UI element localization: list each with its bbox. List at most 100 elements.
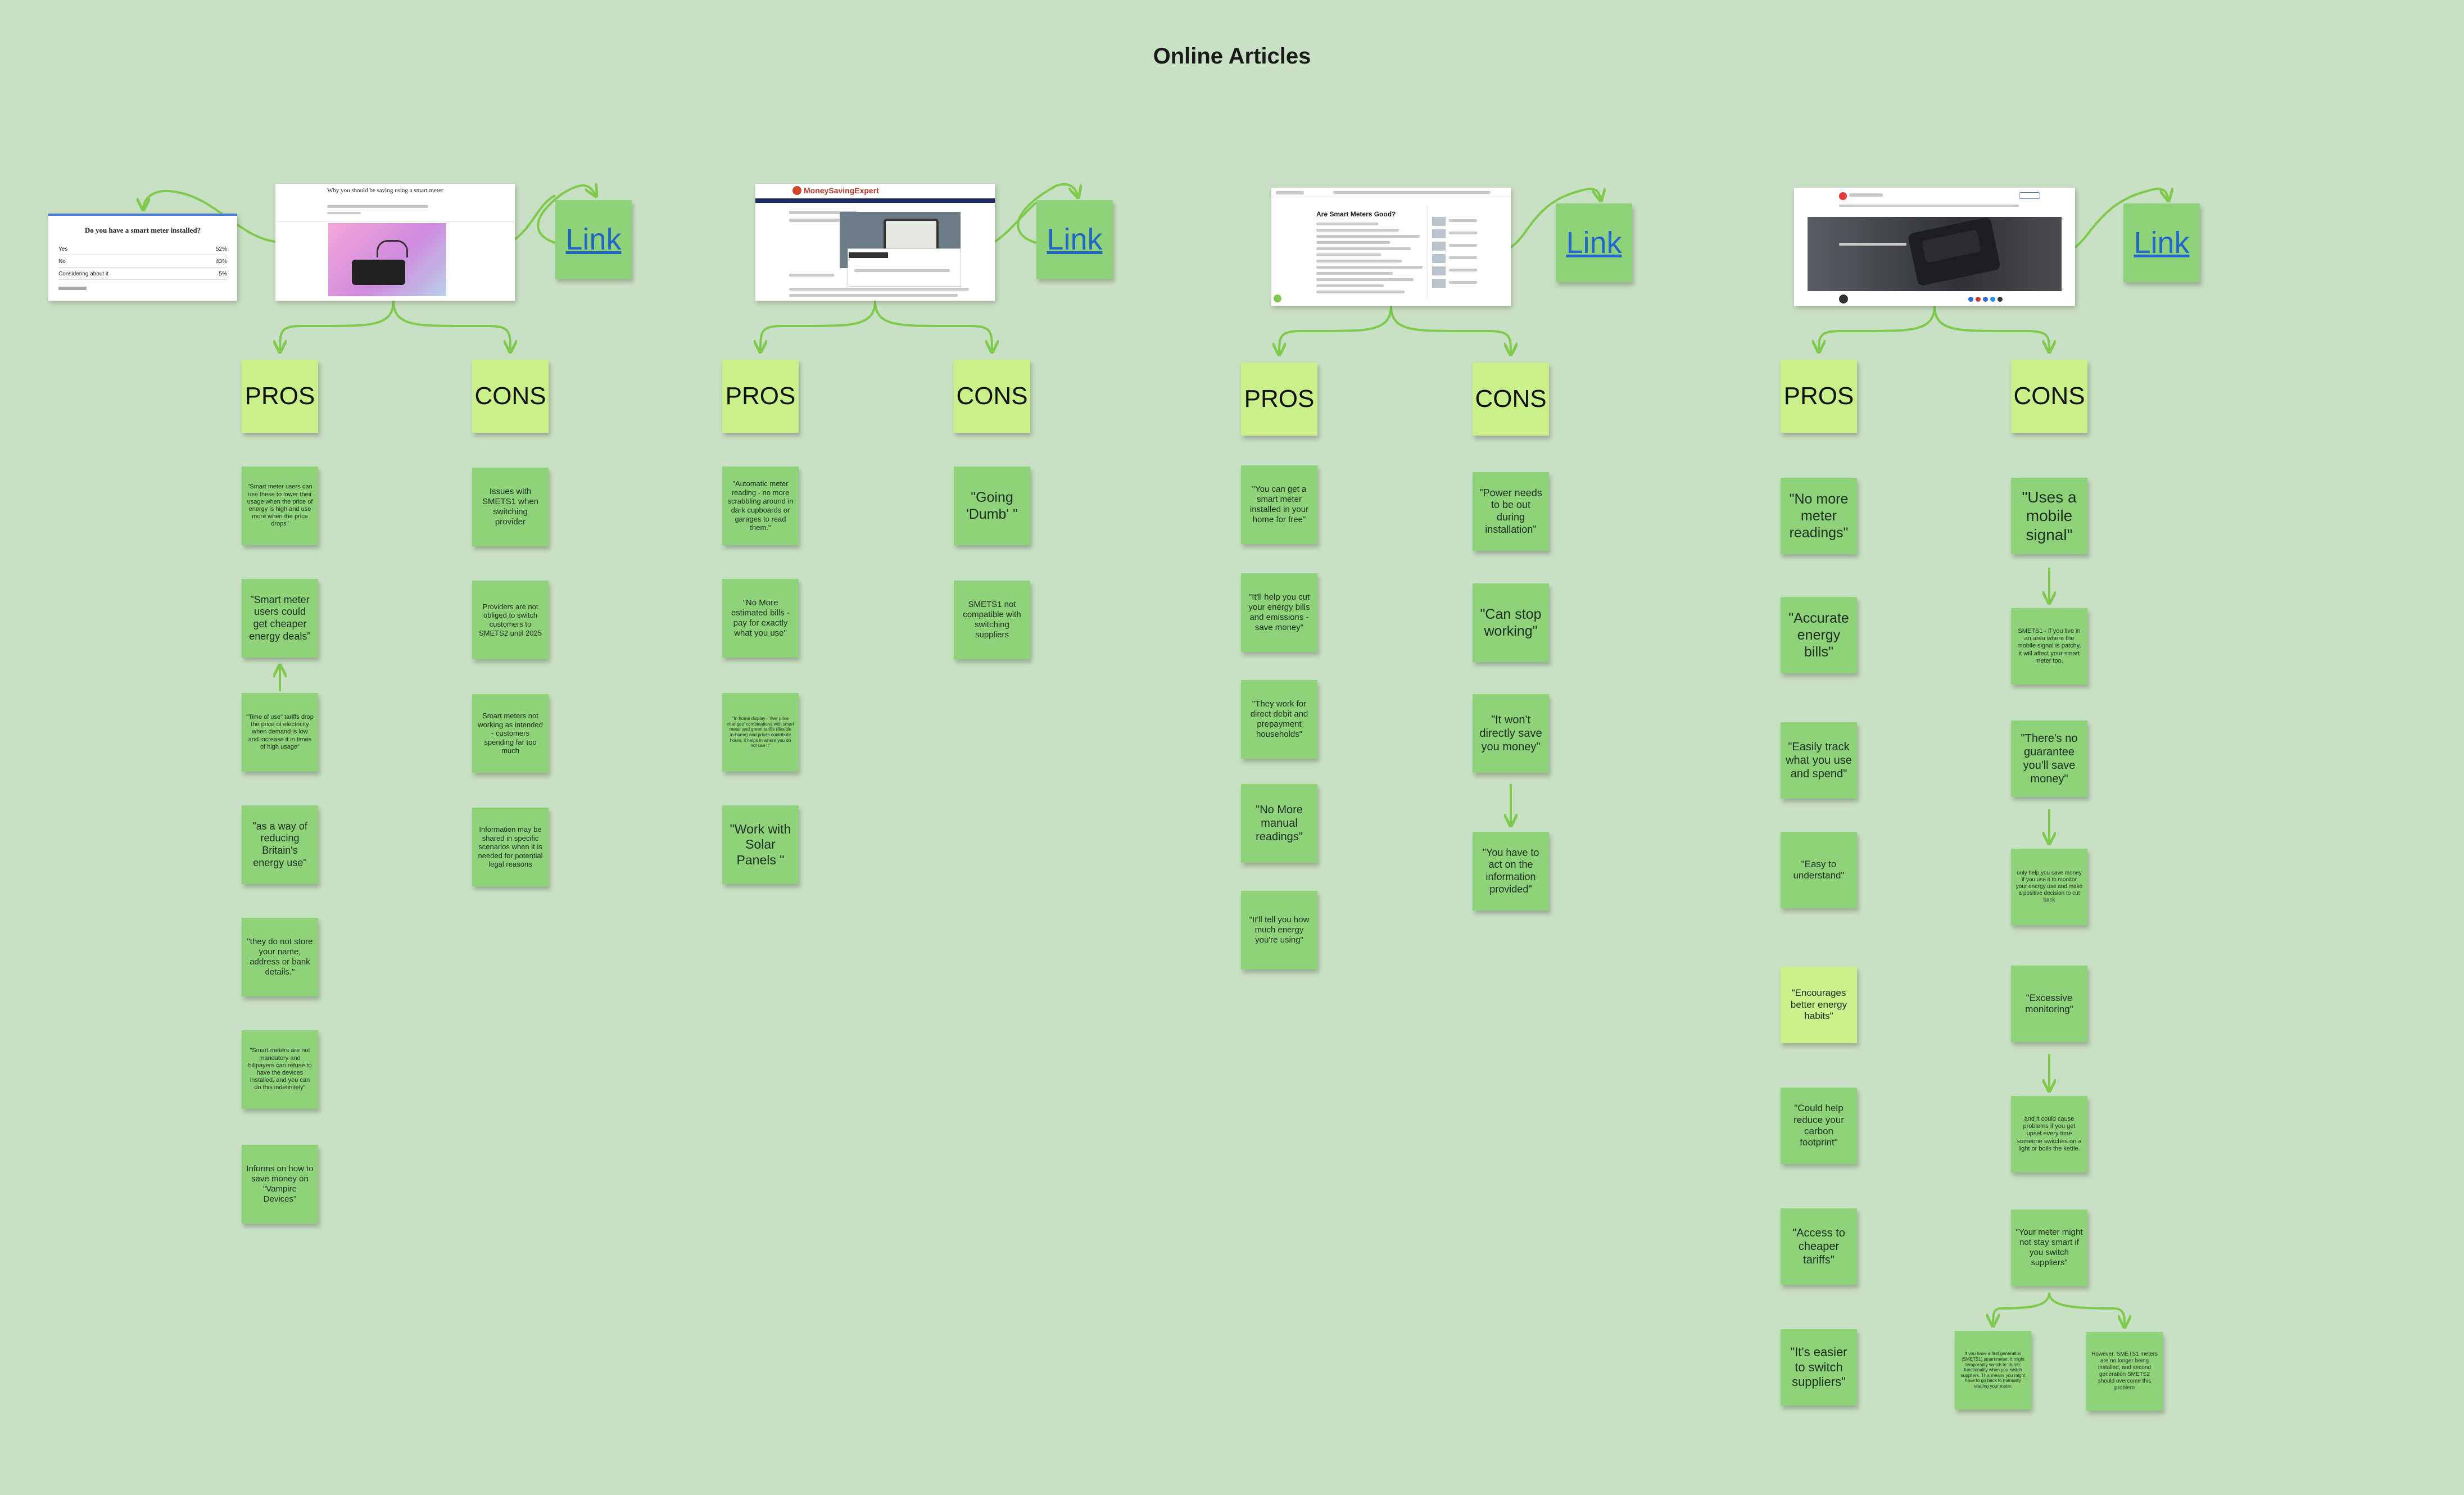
connector-arrow — [760, 300, 876, 351]
popup-label — [849, 252, 888, 258]
poll-divider — [58, 267, 227, 268]
header-button — [2019, 192, 2040, 199]
connector-arrow — [1993, 1292, 2050, 1325]
connector-arrow — [392, 300, 510, 351]
article-3-screenshot: Are Smart Meters Good? — [1271, 188, 1511, 306]
preview-detail — [1449, 281, 1477, 284]
pro-note: "It's easier to switch suppliers" — [1781, 1329, 1857, 1406]
connector-arrow — [1279, 305, 1392, 354]
article-1-screenshot: Why you should be saving using a smart m… — [275, 184, 515, 301]
pro-note: "Access to cheaper tariffs" — [1781, 1208, 1857, 1285]
preview-detail — [1839, 205, 2019, 207]
thumb — [1432, 242, 1446, 251]
preview-detail — [1316, 235, 1420, 238]
con-note: only help you save money if you use it t… — [2011, 849, 2087, 925]
pro-note: "Easy to understand" — [1781, 832, 1857, 908]
con-note: SMETS1 - if you live in an area where th… — [2011, 608, 2087, 685]
cons-header: CONS — [954, 360, 1030, 433]
con-note: "It won't directly save you money" — [1473, 694, 1549, 773]
article-4-screenshot — [1794, 188, 2075, 306]
pro-note: "Automatic meter reading - no more scrab… — [722, 466, 799, 545]
preview-detail — [1839, 243, 1906, 246]
preview-detail — [327, 205, 428, 208]
preview-detail — [789, 219, 840, 222]
connector-arrow — [994, 201, 1038, 243]
connector-arrow — [2074, 188, 2168, 248]
poll-footer — [58, 287, 87, 290]
chat-icon — [1274, 295, 1281, 302]
preview-detail — [1316, 253, 1381, 256]
poll-top-border — [48, 214, 237, 216]
site-logo — [1839, 192, 1847, 200]
article-1-heading: Why you should be saving using a smart m… — [327, 187, 443, 194]
connector-arrow — [537, 185, 596, 244]
preview-detail — [789, 288, 969, 291]
pro-note: "Easily track what you use and spend" — [1781, 722, 1857, 799]
pro-note: "Encourages better energy habits" — [1781, 967, 1857, 1043]
link-article-3[interactable]: Link — [1556, 203, 1632, 282]
preview-detail — [1449, 256, 1477, 259]
pro-note: "Time of use" tariffs drop the price of … — [242, 693, 318, 772]
con-followup-note: If you have a first generation (SMETS1) … — [1955, 1331, 2031, 1410]
thumb — [1432, 279, 1446, 288]
preview-detail — [789, 294, 958, 297]
con-note: "Going 'Dumb' " — [954, 466, 1030, 545]
con-note: Information may be shared in specific sc… — [472, 808, 549, 886]
pro-note: "No More manual readings" — [1241, 784, 1317, 863]
share-icon — [1983, 297, 1988, 302]
link-article-2[interactable]: Link — [1036, 200, 1113, 279]
preview-detail — [1316, 272, 1393, 275]
poll-option: Considering about it — [58, 271, 108, 277]
link-article-1[interactable]: Link — [555, 200, 632, 279]
board-title: Online Articles — [1153, 44, 1311, 69]
con-note: "Your meter might not stay smart if you … — [2011, 1209, 2087, 1286]
author-avatar — [1839, 295, 1848, 303]
poll-percent: 43% — [215, 259, 227, 265]
con-note: "Power needs to be out during installati… — [1473, 472, 1549, 551]
pro-note: "They work for direct debit and prepayme… — [1241, 680, 1317, 759]
thumb — [1432, 217, 1446, 226]
pro-note: "It'll help you cut your energy bills an… — [1241, 573, 1317, 652]
con-note: and it could cause problems if you get u… — [2011, 1096, 2087, 1172]
pro-note: "Smart meter users could get cheaper ene… — [242, 579, 318, 658]
share-icon — [1990, 297, 1995, 302]
con-note: "Uses a mobile signal" — [2011, 478, 2087, 554]
connector-arrow — [280, 300, 395, 351]
pro-note: "No more meter readings" — [1781, 478, 1857, 554]
preview-detail — [1316, 260, 1402, 262]
poll-option: No — [58, 259, 66, 265]
pro-note: Informs on how to save money on "Vampire… — [242, 1145, 318, 1224]
pro-note: "Smart meters are not mandatory and bill… — [242, 1030, 318, 1109]
preview-detail — [1316, 247, 1411, 250]
cons-header: CONS — [472, 360, 549, 433]
preview-detail — [789, 274, 834, 277]
connector-arrow — [1390, 305, 1511, 354]
pros-header: PROS — [1241, 363, 1317, 436]
connector-arrow — [1017, 183, 1078, 244]
pros-header: PROS — [722, 360, 799, 433]
pro-note: "In home display - 'live' price changes'… — [722, 693, 799, 772]
preview-detail — [1449, 219, 1477, 222]
preview-detail — [1449, 269, 1477, 271]
smart-meter-image — [352, 260, 405, 285]
preview-detail — [1276, 191, 1304, 194]
preview-detail — [327, 212, 361, 214]
preview-detail — [1316, 266, 1423, 269]
con-note: "There's no guarantee you'll save money" — [2011, 721, 2087, 797]
plug-cable-image — [377, 240, 408, 257]
poll-divider — [58, 279, 227, 280]
pro-note: "Could help reduce your carbon footprint… — [1781, 1088, 1857, 1164]
preview-detail — [1849, 193, 1883, 197]
pros-header: PROS — [242, 360, 318, 433]
con-followup-note: However, SMETS1 meters are no longer bei… — [2086, 1332, 2163, 1411]
preview-detail — [1316, 229, 1399, 232]
article-2-screenshot: MoneySavingExpert — [755, 184, 995, 301]
link-article-4[interactable]: Link — [2123, 203, 2200, 282]
pros-header: PROS — [1781, 360, 1857, 433]
preview-detail — [1449, 244, 1477, 247]
article-3-heading: Are Smart Meters Good? — [1316, 210, 1396, 218]
share-icon — [1968, 297, 1973, 302]
preview-detail — [789, 211, 857, 214]
